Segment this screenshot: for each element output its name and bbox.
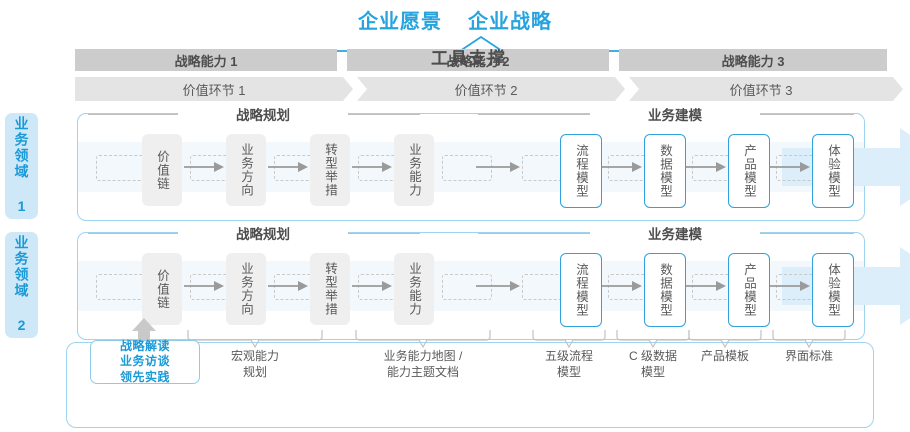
- footer-label-line1: 界面标准: [784, 349, 833, 363]
- value-stage-header-row: 价值环节 1 价值环节 2 价值环节 3: [75, 77, 905, 101]
- dashed-slot: [442, 155, 492, 181]
- value-stage-1: 价值环节 1: [75, 77, 353, 101]
- node-data-model[interactable]: 数据模型: [644, 253, 686, 327]
- connector-bracket-icon: [532, 330, 606, 348]
- step-arrow-icon: [352, 281, 392, 291]
- node-product-model[interactable]: 产品模型: [728, 134, 770, 208]
- footer-label-line2: 能力主题文档: [386, 365, 459, 380]
- step-arrow-icon: [352, 162, 392, 172]
- title-strategy: 企业战略: [468, 10, 552, 33]
- value-stage-2: 价值环节 2: [347, 77, 625, 101]
- footer-label-product-template: 产品模板: [675, 348, 775, 364]
- footer-label-line2: 模型: [556, 365, 581, 380]
- node-value-chain[interactable]: 价值链: [142, 253, 182, 325]
- node-experience-model[interactable]: 体验模型: [812, 134, 854, 208]
- step-arrow-icon: [268, 281, 308, 291]
- step-arrow-icon: [686, 162, 726, 172]
- step-arrow-icon: [602, 162, 642, 172]
- node-business-capability[interactable]: 业务能力: [394, 134, 434, 206]
- node-product-model[interactable]: 产品模型: [728, 253, 770, 327]
- connector-bracket-icon: [355, 330, 491, 348]
- domain-1-label: 业务领域 1: [13, 116, 30, 216]
- capability-header-1: 战略能力 1: [75, 49, 337, 71]
- domain-2-label: 业务领域 2: [13, 235, 30, 335]
- capability-header-3: 战略能力 3: [619, 49, 887, 71]
- badge-line-3: 领先实践: [119, 369, 170, 384]
- dashed-slot: [522, 274, 562, 300]
- connector-bracket-icon: [772, 330, 846, 348]
- badge-line-2: 业务访谈: [119, 354, 170, 369]
- title-vision: 企业愿景: [358, 10, 442, 33]
- step-arrow-icon: [184, 281, 224, 291]
- up-arrow-icon: [132, 318, 156, 346]
- domain-row-2: 战略规划 业务建模 价值链 业务方向 转型举措 业务能力 流程模型 数据模型 产…: [77, 224, 910, 340]
- diagram-title: 企业愿景 企业战略: [0, 4, 910, 34]
- step-arrow-icon: [184, 162, 224, 172]
- capability-header-row: 战略能力 1 战略能力 2 战略能力 3: [75, 49, 887, 71]
- step-arrow-icon: [686, 281, 726, 291]
- sidebar-item-domain-1[interactable]: 业务领域 1: [5, 113, 38, 219]
- capability-header-2: 战略能力 2: [347, 49, 609, 71]
- connector-bracket-icon: [616, 330, 690, 348]
- dashed-slot: [96, 274, 146, 300]
- footer-label-data-model: C 级数据 模型: [603, 348, 703, 380]
- domain-row-1: 战略规划 业务建模 价值链 业务方向 转型举措 业务能力 流程模型 数据模型 产…: [77, 105, 910, 221]
- footer-label-line1: 产品模板: [700, 349, 749, 363]
- node-experience-model[interactable]: 体验模型: [812, 253, 854, 327]
- footer-label-line1: 业务能力地图 /: [383, 349, 463, 363]
- group-caption-modeling: 业务建模: [590, 224, 760, 242]
- footer-label-line1: C 级数据: [628, 349, 677, 363]
- dashed-slot: [442, 274, 492, 300]
- step-arrow-icon: [268, 162, 308, 172]
- node-transformation-measure[interactable]: 转型举措: [310, 134, 350, 206]
- group-caption-modeling: 业务建模: [590, 105, 760, 123]
- footer-label-process-model: 五级流程 模型: [519, 348, 619, 380]
- step-arrow-icon: [476, 162, 520, 172]
- dashed-slot: [96, 155, 146, 181]
- tool-support-title: 工具支撑: [431, 49, 507, 68]
- footer-label-ui-standard: 界面标准: [759, 348, 859, 364]
- tool-support-container: [66, 342, 874, 428]
- node-business-capability[interactable]: 业务能力: [394, 253, 434, 325]
- value-stage-3: 价值环节 3: [619, 77, 903, 101]
- sidebar-item-domain-2[interactable]: 业务领域 2: [5, 232, 38, 338]
- dashed-slot: [522, 155, 562, 181]
- step-arrow-icon: [602, 281, 642, 291]
- step-arrow-icon: [770, 162, 810, 172]
- step-arrow-icon: [770, 281, 810, 291]
- node-business-direction[interactable]: 业务方向: [226, 134, 266, 206]
- footer-label-macro-capability: 宏观能力 规划: [195, 348, 315, 380]
- node-value-chain[interactable]: 价值链: [142, 134, 182, 206]
- connector-bracket-icon: [187, 330, 323, 348]
- footer-label-line1: 宏观能力: [230, 349, 279, 363]
- connector-bracket-icon: [688, 330, 762, 348]
- node-process-model[interactable]: 流程模型: [560, 134, 602, 208]
- node-data-model[interactable]: 数据模型: [644, 134, 686, 208]
- group-caption-planning: 战略规划: [178, 105, 348, 123]
- node-transformation-measure[interactable]: 转型举措: [310, 253, 350, 325]
- step-arrow-icon: [476, 281, 520, 291]
- footer-label-line2: 规划: [242, 365, 267, 380]
- footer-label-line2: 模型: [640, 365, 665, 380]
- node-process-model[interactable]: 流程模型: [560, 253, 602, 327]
- footer-label-capability-map: 业务能力地图 / 能力主题文档: [353, 348, 493, 380]
- strategy-input-badge[interactable]: 战略解读 业务访谈 领先实践: [90, 338, 200, 384]
- node-business-direction[interactable]: 业务方向: [226, 253, 266, 325]
- footer-label-line1: 五级流程: [544, 349, 593, 363]
- group-caption-planning: 战略规划: [178, 224, 348, 242]
- badge-line-1: 战略解读: [119, 338, 170, 353]
